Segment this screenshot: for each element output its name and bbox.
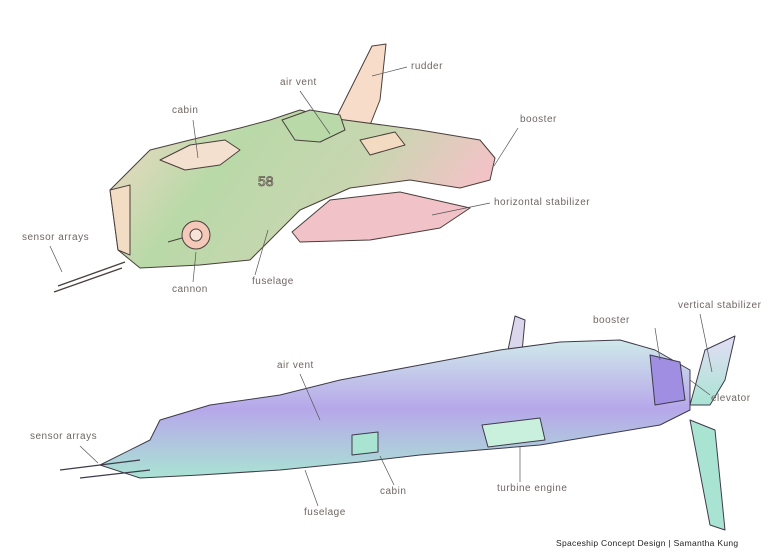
- lower-fin: [689, 419, 726, 531]
- turbine-engine-pod: [481, 417, 546, 448]
- label-sensor-arrays-top: sensor arrays: [22, 232, 90, 243]
- label-sensor-arrays-bottom: sensor arrays: [30, 431, 98, 442]
- label-turbine-engine: turbine engine: [497, 483, 568, 494]
- label-air-vent-top: air vent: [280, 77, 317, 88]
- label-fuselage-top: fuselage: [252, 276, 294, 287]
- label-cannon: cannon: [172, 284, 208, 295]
- hull-marking: 58: [258, 173, 274, 189]
- label-elevator: elevator: [711, 393, 751, 404]
- booster-pod: [359, 131, 406, 156]
- top-spaceship: [53, 43, 496, 293]
- label-cabin-bottom: cabin: [380, 486, 407, 497]
- bottom-hull: [99, 339, 691, 479]
- label-booster-bottom: booster: [593, 315, 630, 326]
- front-nose-face: [109, 184, 131, 256]
- horizontal-stabilizer-wing: [291, 191, 471, 243]
- booster-block: [649, 354, 686, 406]
- leader-lines: [49, 66, 713, 507]
- caption: Spaceship Concept Design | Samantha Kung: [556, 538, 739, 548]
- label-booster-top: booster: [520, 114, 557, 125]
- label-fuselage-bottom: fuselage: [304, 507, 346, 518]
- cabin-panel: [351, 431, 379, 456]
- label-rudder: rudder: [411, 61, 443, 72]
- vertical-stabilizer-fin: [689, 335, 736, 406]
- engine-dome: [281, 109, 346, 143]
- label-horizontal-stabilizer: horizontal stabilizer: [494, 197, 591, 208]
- label-air-vent-bottom: air vent: [277, 360, 314, 371]
- cabin-canopy: [159, 139, 241, 171]
- rudder-fin: [334, 43, 387, 126]
- label-vertical-stabilizer: vertical stabilizer: [678, 300, 762, 311]
- bottom-spaceship: [59, 315, 736, 531]
- label-cabin-top: cabin: [172, 105, 199, 116]
